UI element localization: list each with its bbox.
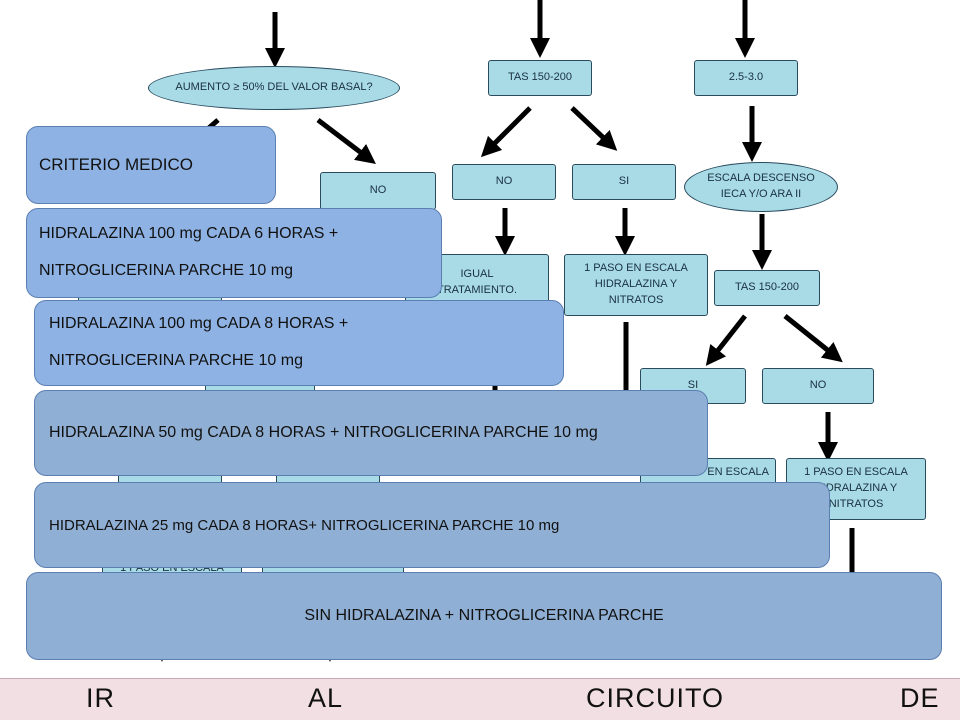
paso-far-line3: NITRATOS [828, 497, 884, 510]
hidralazina-100-6h-line1: HIDRALAZINA 100 mg CADA 6 HORAS + [39, 225, 339, 243]
criterio-medico-box: CRITERIO MEDICO [26, 126, 276, 204]
sin-hidralazina-text: SIN HIDRALAZINA + NITROGLICERINA PARCHE [304, 607, 664, 624]
arrow-tas-si [570, 106, 618, 151]
range-label: 2.5-3.0 [728, 71, 764, 84]
footer-bar: IR AL CIRCUITO DE [0, 678, 960, 720]
no-right-node: NO [762, 368, 874, 404]
paso-mid-line1: 1 PASO EN ESCALA [584, 262, 688, 275]
paso-mid-line3: NITRATOS [608, 293, 664, 306]
paso-mid-line2: HIDRALAZINA Y [594, 278, 678, 291]
hidralazina-100-6h-line2: NITROGLICERINA PARCHE 10 mg [39, 262, 293, 279]
hidralazina-25-8h-box: HIDRALAZINA 25 mg CADA 8 HORAS+ NITROGLI… [34, 482, 830, 568]
tas-right-node: TAS 150-200 [714, 270, 820, 306]
arrow-tas-no [480, 106, 532, 158]
aumento-node: AUMENTO ≥ 50% DEL VALOR BASAL? [148, 66, 400, 110]
no-right-label: NO [809, 379, 827, 392]
escala-descenso-line1: ESCALA DESCENSO [707, 172, 815, 185]
si-right-label: SI [687, 379, 699, 392]
range-node: 2.5-3.0 [694, 60, 798, 96]
igual-line2: TRATAMIENTO. [436, 283, 518, 296]
tas-top-node: TAS 150-200 [488, 60, 592, 96]
no-mid-node: NO [452, 164, 556, 200]
footer-word-ir: IR [86, 683, 115, 713]
aumento-label: AUMENTO ≥ 50% DEL VALOR BASAL? [175, 81, 373, 94]
hidralazina-100-8h-line1: HIDRALAZINA 100 mg CADA 8 HORAS + [49, 315, 349, 333]
si-mid-node: SI [572, 164, 676, 200]
footer-word-de: DE [900, 683, 940, 713]
tas-right-label: TAS 150-200 [734, 281, 799, 294]
no-left-label: NO [369, 184, 387, 197]
arrow-tas-si-right [705, 314, 747, 366]
arrow-tas-no-right [783, 314, 843, 363]
escala-descenso-node: ESCALA DESCENSO IECA Y/O ARA II [684, 162, 838, 212]
paso-far-line2: HIDRALAZINA Y [814, 482, 898, 495]
sin-hidralazina-box: SIN HIDRALAZINA + NITROGLICERINA PARCHE [26, 572, 942, 660]
hidralazina-100-6h-box: HIDRALAZINA 100 mg CADA 6 HORAS + NITROG… [26, 208, 442, 298]
si-mid-label: SI [618, 175, 630, 188]
arrow-aumento-no [316, 118, 376, 165]
igual-line1: IGUAL [460, 268, 494, 280]
hidralazina-50-8h-text: HIDRALAZINA 50 mg CADA 8 HORAS + NITROGL… [49, 424, 598, 441]
footer-word-circuito: CIRCUITO [586, 683, 725, 713]
hidralazina-25-8h-text: HIDRALAZINA 25 mg CADA 8 HORAS+ NITROGLI… [49, 516, 560, 534]
tas-top-label: TAS 150-200 [507, 71, 572, 84]
hidralazina-100-8h-line2: NITROGLICERINA PARCHE 10 mg [49, 352, 303, 369]
paso-right-partial-label: EN ESCALA [707, 466, 769, 478]
criterio-medico-text: CRITERIO MEDICO [39, 155, 193, 174]
paso-far-line1: 1 PASO EN ESCALA [804, 466, 908, 479]
escala-descenso-line2: IECA Y/O ARA II [720, 188, 802, 200]
paso-mid-node: 1 PASO EN ESCALA HIDRALAZINA Y NITRATOS [564, 254, 708, 316]
hidralazina-100-8h-box: HIDRALAZINA 100 mg CADA 8 HORAS + NITROG… [34, 300, 564, 386]
hidralazina-50-8h-box: HIDRALAZINA 50 mg CADA 8 HORAS + NITROGL… [34, 390, 708, 476]
footer-word-al: AL [308, 683, 344, 713]
no-left-node: NO [320, 172, 436, 210]
no-mid-label: NO [495, 175, 513, 188]
